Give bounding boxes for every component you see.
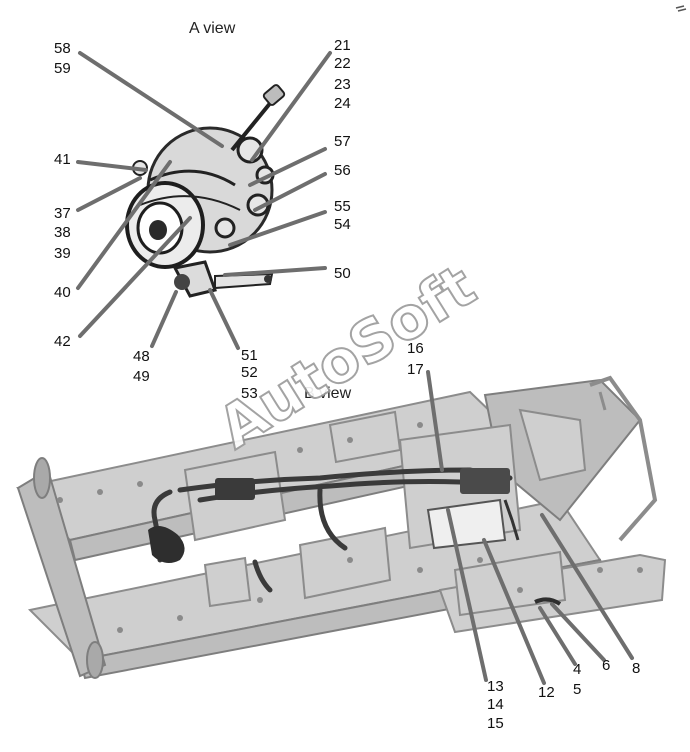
callout-41: 41 bbox=[54, 151, 71, 168]
callout-38: 38 bbox=[54, 224, 71, 241]
callout-5: 5 bbox=[573, 681, 581, 698]
callout-14: 14 bbox=[487, 696, 504, 713]
callout-53: 53 bbox=[241, 385, 258, 402]
callout-54: 54 bbox=[334, 216, 351, 233]
chassis-frame bbox=[15, 375, 667, 680]
callout-48: 48 bbox=[133, 348, 150, 365]
b-view-title: B view bbox=[304, 385, 352, 402]
callout-21: 21 bbox=[334, 37, 351, 54]
callout-39: 39 bbox=[54, 245, 71, 262]
callout-42: 42 bbox=[54, 333, 71, 350]
callout-17: 17 bbox=[407, 361, 424, 378]
callout-49: 49 bbox=[133, 368, 150, 385]
a-view-title: A view bbox=[189, 20, 236, 37]
callout-52: 52 bbox=[241, 364, 258, 381]
callout-50: 50 bbox=[334, 265, 351, 282]
compressor-assembly bbox=[125, 84, 286, 298]
callout-55: 55 bbox=[334, 198, 351, 215]
callout-37: 37 bbox=[54, 205, 71, 222]
callout-23: 23 bbox=[334, 76, 351, 93]
callout-24: 24 bbox=[334, 95, 351, 112]
callout-16: 16 bbox=[407, 340, 424, 357]
callout-58: 58 bbox=[54, 40, 71, 57]
callout-15: 15 bbox=[487, 715, 504, 732]
callout-4: 4 bbox=[573, 661, 581, 678]
callout-13: 13 bbox=[487, 678, 504, 695]
callout-57: 57 bbox=[334, 133, 351, 150]
callout-22: 22 bbox=[334, 55, 351, 72]
a-view-leaders bbox=[76, 51, 332, 350]
callout-8: 8 bbox=[632, 660, 640, 677]
callout-59: 59 bbox=[54, 60, 71, 77]
callout-51: 51 bbox=[241, 347, 258, 364]
callout-6: 6 bbox=[602, 657, 610, 674]
wiring-harness bbox=[148, 467, 562, 606]
b-view-leaders bbox=[426, 370, 634, 685]
callout-40: 40 bbox=[54, 284, 71, 301]
corner-mark bbox=[675, 5, 687, 12]
callout-12: 12 bbox=[538, 684, 555, 701]
callout-56: 56 bbox=[334, 162, 351, 179]
